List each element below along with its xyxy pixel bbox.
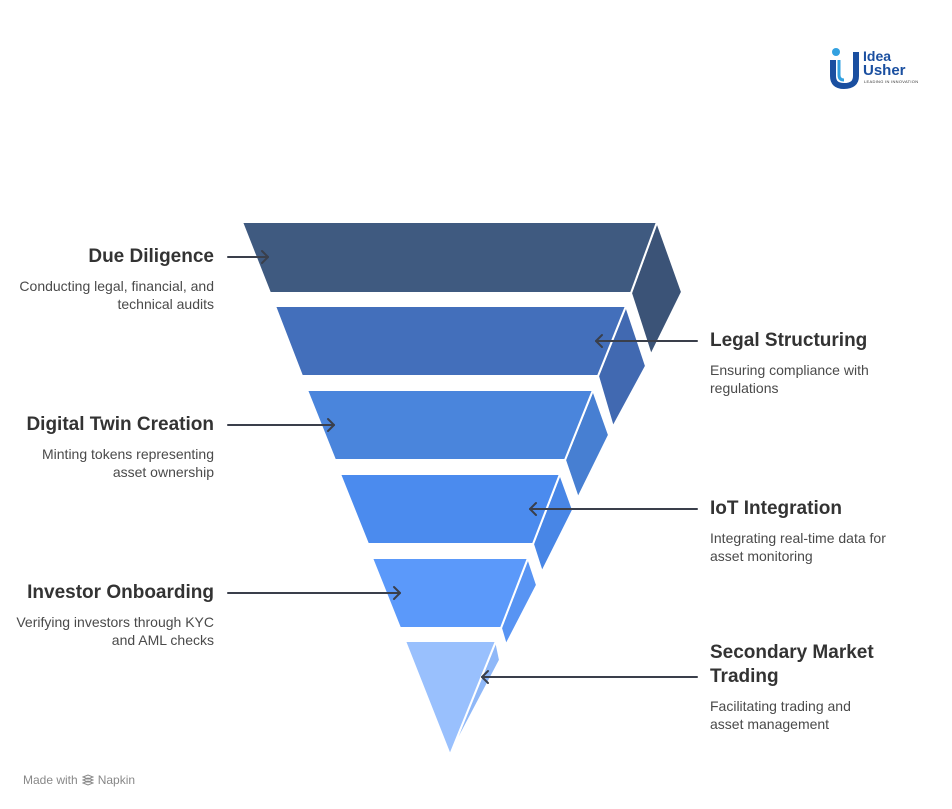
logo-word-idea: Idea [863,48,892,64]
arrow-iot-integration [529,502,698,516]
funnel-layer-2-front [273,305,628,377]
funnel-layer-1-front [240,221,659,294]
funnel-layer-6 [403,637,502,758]
napkin-icon [81,774,94,786]
arrow-secondary-market-trading [481,670,698,684]
logo-u-icon [830,48,859,90]
funnel-layer-3 [305,387,611,501]
funnel-layer-3-front [305,389,595,461]
stage-title: Due Diligence [88,246,214,267]
stage-description: Ensuring compliance with regulations [710,362,869,396]
stage-description: Facilitating trading and asset managemen… [710,698,851,732]
stage-iot-integration: IoT Integration Integrating real-time da… [710,497,910,565]
stage-title: Secondary Market Trading [710,642,874,687]
funnel-layer-4-front [338,473,562,545]
stage-due-diligence: Due Diligence Conducting legal, financia… [14,245,214,313]
logo-word-usher: Usher [863,62,906,79]
funnel-layer-2 [273,303,648,430]
logo-tagline: LEADING IN INNOVATION [864,79,919,84]
arrow-investor-onboarding [227,586,401,600]
stage-description: Minting tokens representing asset owners… [42,446,214,480]
stage-title: Legal Structuring [710,330,868,351]
stage-description: Verifying investors through KYC and AML … [16,614,214,648]
stage-title: Investor Onboarding [27,582,214,603]
funnel-layer-1 [240,219,684,358]
stage-legal-structuring: Legal Structuring Ensuring compliance wi… [710,329,910,397]
napkin-brand: Napkin [97,773,136,787]
arrow-due-diligence [227,250,269,264]
stage-digital-twin-creation: Digital Twin Creation Minting tokens rep… [14,413,214,481]
stage-description: Conducting legal, financial, and technic… [19,278,214,312]
funnel-layer-6-front [403,640,498,758]
stage-title: IoT Integration [710,498,842,519]
arrow-digital-twin-creation [227,418,335,432]
funnel-layer-5-front [370,557,530,629]
stage-description: Integrating real-time data for asset mon… [710,530,886,564]
idea-usher-logo: Idea Usher LEADING IN INNOVATION [830,46,930,90]
funnel-layer-5 [370,555,539,648]
stage-investor-onboarding: Investor Onboarding Verifying investors … [14,581,214,649]
funnel-layer-4 [338,471,575,575]
made-with-footer: Made with Napkin [23,773,135,787]
stage-secondary-market-trading: Secondary Market Trading Facilitating tr… [710,641,900,733]
stage-title: Digital Twin Creation [26,414,214,435]
arrow-legal-structuring [595,334,698,348]
made-with-label: Made with [23,773,78,787]
